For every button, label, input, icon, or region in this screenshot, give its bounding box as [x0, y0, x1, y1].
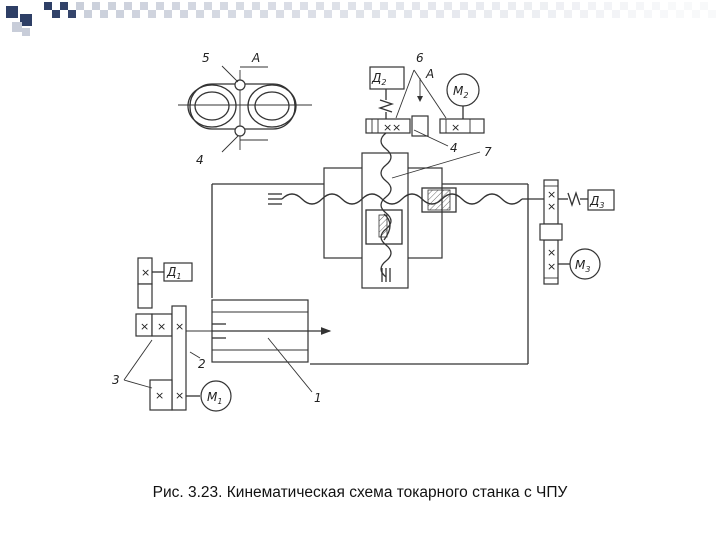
label-4-mid: 4 — [450, 141, 458, 155]
svg-text:×: × — [451, 121, 460, 134]
longitudinal-feed-drive: × × × × — [539, 179, 615, 285]
label-m3: M — [575, 258, 586, 272]
svg-text:×: × — [155, 389, 164, 402]
label-d1: Д — [166, 265, 176, 279]
svg-text:×: × — [547, 200, 556, 213]
diagram-labels: 5 A 4 6 A Д2 M2 4 7 Д3 M3 Д1 3 2 M1 1 — [112, 51, 604, 406]
label-a-top: A — [251, 51, 260, 65]
svg-text:×: × — [141, 266, 150, 279]
longitudinal-lead-screw — [268, 187, 548, 213]
cross-feed-screw — [380, 132, 392, 282]
svg-text:Д3: Д3 — [589, 194, 604, 210]
svg-text:Д1: Д1 — [166, 265, 181, 281]
figure-caption: Рис. 3.23. Кинематическая схема токарног… — [152, 484, 568, 501]
svg-text:×: × — [175, 320, 184, 333]
main-drive-gearbox: × × × × × × — [123, 257, 232, 412]
svg-text:×: × — [392, 121, 401, 134]
svg-text:×: × — [140, 320, 149, 333]
label-a-mid: A — [425, 67, 434, 81]
spindle — [211, 299, 332, 393]
svg-text:×: × — [547, 188, 556, 201]
detail-a-belt-drive — [178, 65, 312, 153]
cross-feed-drive: × × × — [365, 66, 485, 179]
svg-text:Д2: Д2 — [371, 71, 386, 87]
label-6: 6 — [416, 51, 424, 65]
label-m2: M — [453, 84, 464, 98]
label-m1: M — [207, 390, 218, 404]
svg-text:×: × — [157, 320, 166, 333]
label-1: 1 — [314, 391, 322, 405]
svg-text:×: × — [547, 260, 556, 273]
svg-text:×: × — [547, 246, 556, 259]
svg-text:×: × — [175, 389, 184, 402]
svg-text:M1: M1 — [207, 390, 222, 406]
label-d3: Д — [589, 194, 599, 208]
svg-text:M2: M2 — [453, 84, 468, 100]
svg-text:×: × — [383, 121, 392, 134]
label-4-left: 4 — [196, 153, 204, 167]
label-5: 5 — [202, 51, 210, 65]
carriage — [323, 152, 443, 289]
label-d2: Д — [371, 71, 381, 85]
label-3: 3 — [112, 373, 120, 387]
header-decoration-bar — [6, 2, 716, 36]
svg-text:M3: M3 — [575, 258, 590, 274]
label-2: 2 — [198, 357, 206, 371]
label-7: 7 — [484, 145, 492, 159]
